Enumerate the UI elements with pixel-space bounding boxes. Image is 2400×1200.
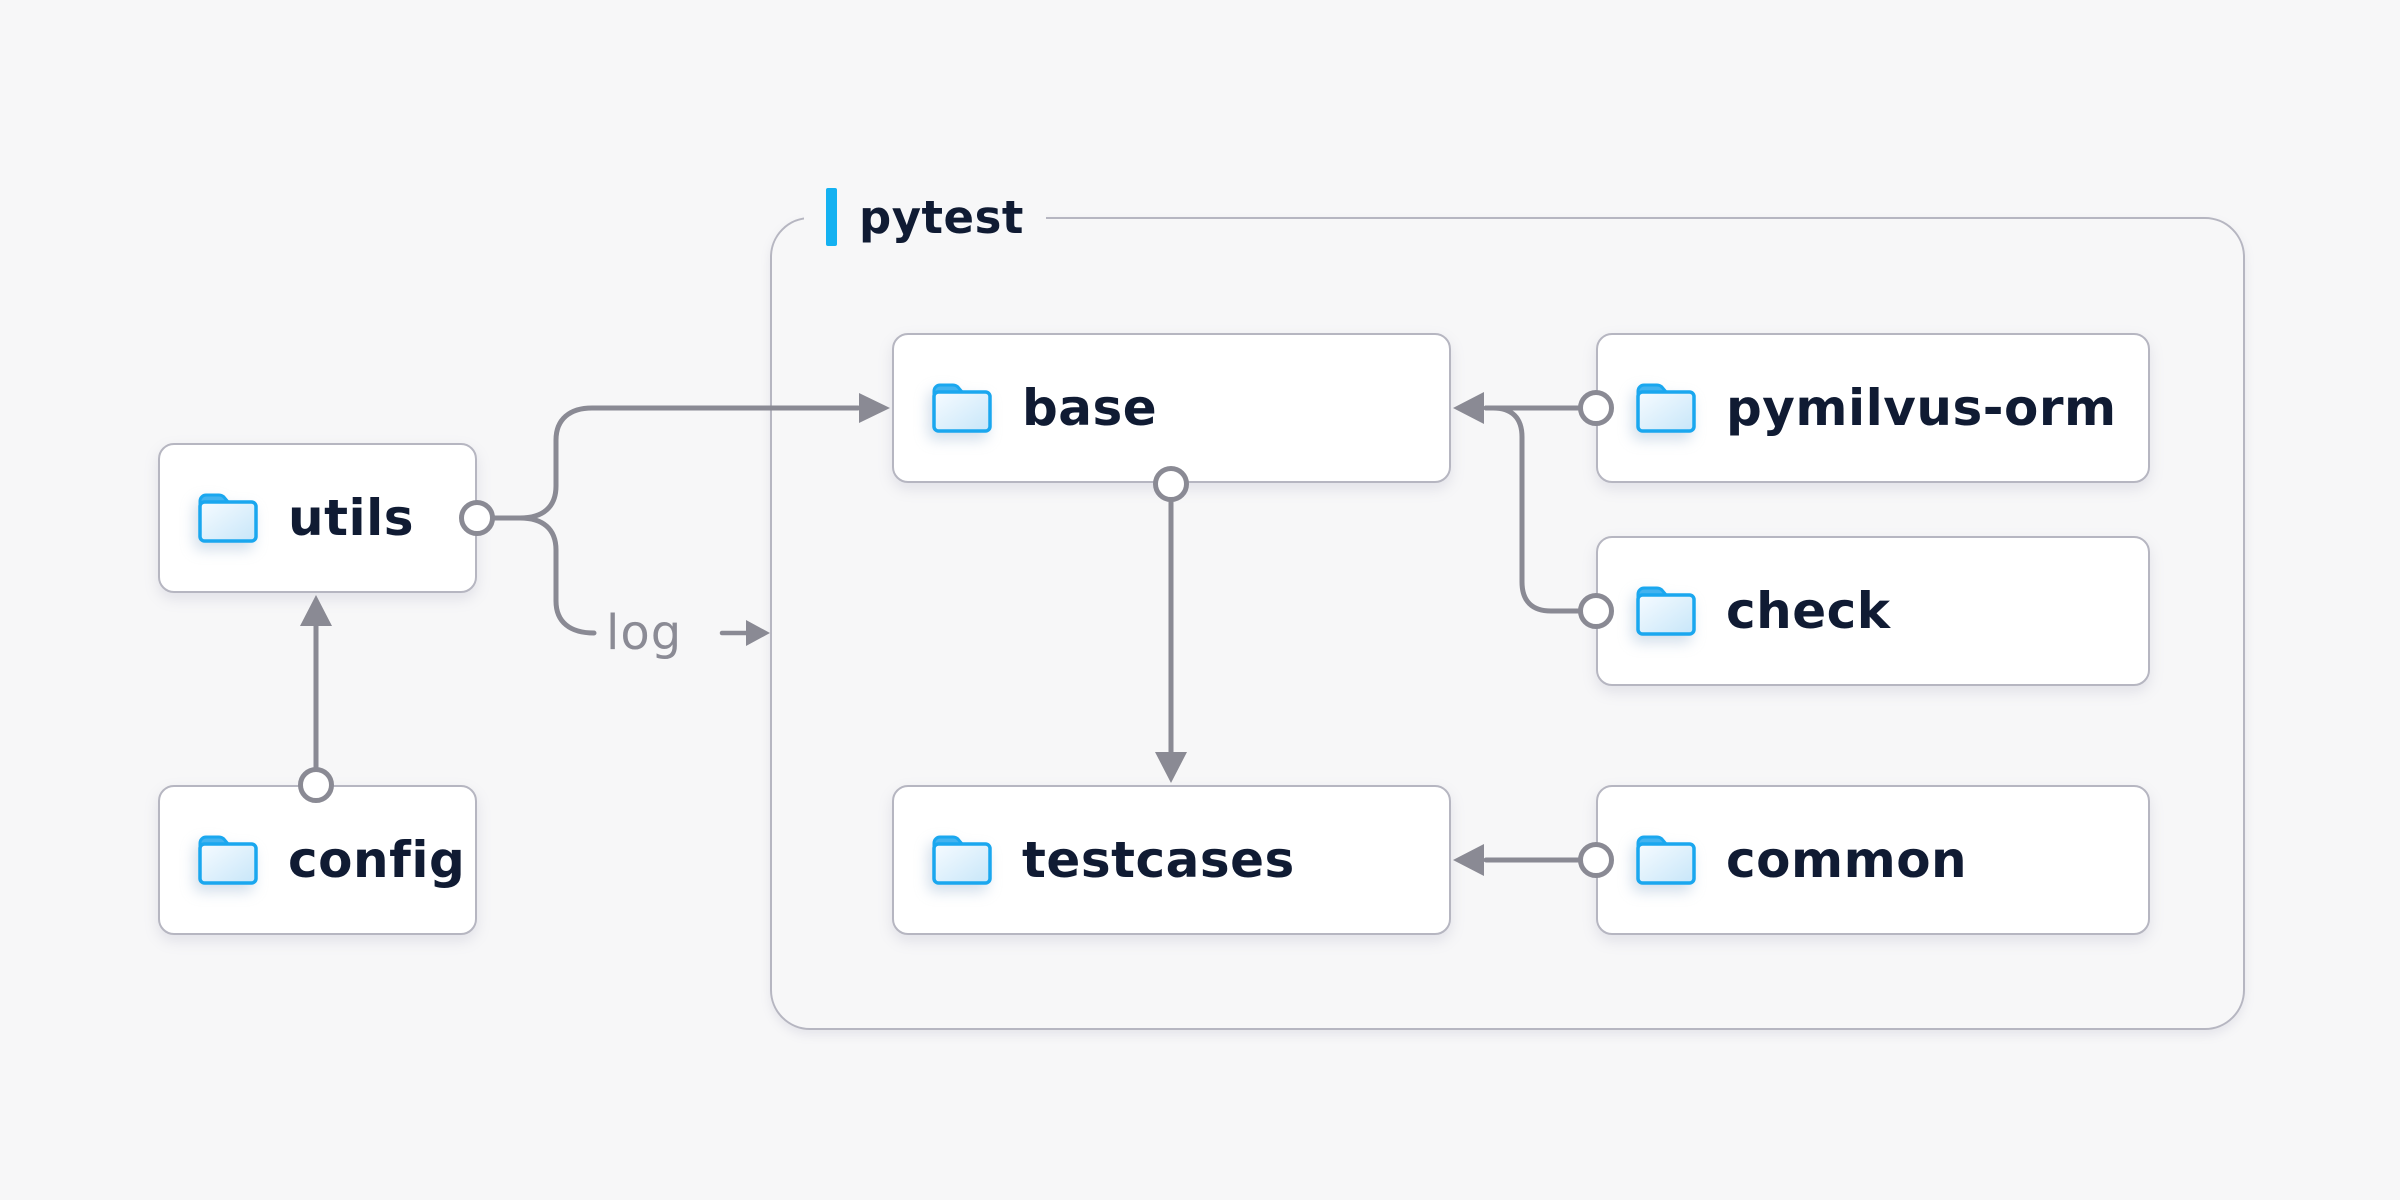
- arrowhead-right-icon: [746, 620, 770, 646]
- node-label: utils: [288, 489, 415, 547]
- node-pymilvus-orm: pymilvus-orm: [1596, 333, 2150, 483]
- pytest-group-container: [770, 217, 2245, 1030]
- node-label: testcases: [1022, 831, 1295, 889]
- folder-icon: [932, 835, 992, 885]
- arrowhead-up-icon: [300, 595, 332, 626]
- node-label: check: [1726, 582, 1891, 640]
- accent-bar: [826, 188, 837, 246]
- node-label: base: [1022, 379, 1158, 437]
- node-check: check: [1596, 536, 2150, 686]
- node-label: common: [1726, 831, 1968, 889]
- pytest-group-label: pytest: [804, 178, 1046, 256]
- node-label: config: [288, 831, 466, 889]
- node-testcases: testcases: [892, 785, 1451, 935]
- pytest-group-title: pytest: [859, 190, 1024, 244]
- folder-icon: [1636, 835, 1696, 885]
- node-label: pymilvus-orm: [1726, 379, 2117, 437]
- node-utils: utils: [158, 443, 477, 593]
- node-common: common: [1596, 785, 2150, 935]
- folder-icon: [198, 835, 258, 885]
- edge-label-log: log: [606, 605, 683, 661]
- folder-icon: [1636, 586, 1696, 636]
- folder-icon: [1636, 383, 1696, 433]
- folder-icon: [198, 493, 258, 543]
- folder-icon: [932, 383, 992, 433]
- edge-utils-log: [517, 515, 597, 636]
- node-config: config: [158, 785, 477, 935]
- node-base: base: [892, 333, 1451, 483]
